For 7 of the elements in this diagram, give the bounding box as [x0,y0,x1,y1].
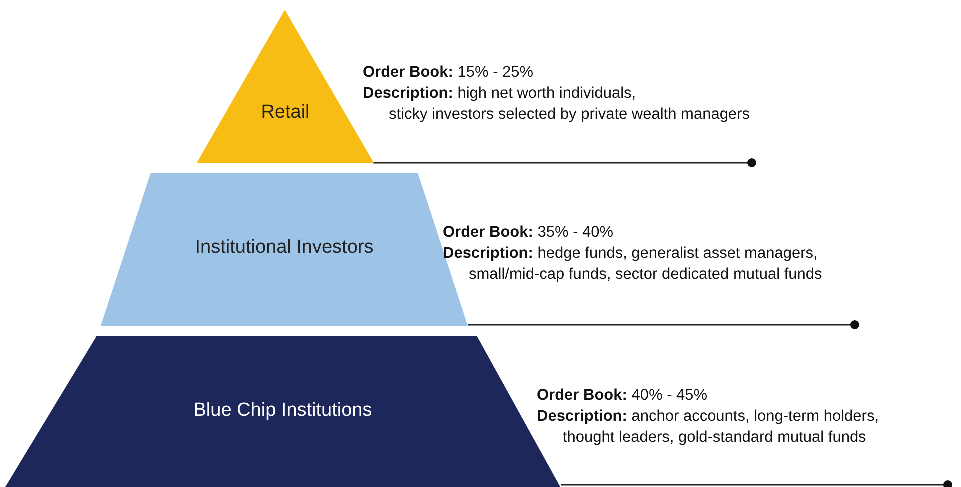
order-book-text: Order Book: 40% - 45% [537,386,709,406]
description-text: Description: anchor accounts, long-term holders, thought leaders, gold-standard mutual funds [537,407,880,448]
description-text: Description: hedge funds, generalist asset managers, small/mid-cap funds, sector dedicated mutual funds [443,244,822,285]
order-book-text: Order Book: 15% - 25% [363,63,535,83]
tier-label: Retail [260,102,311,124]
description-text: Description: high net worth individuals, sticky investors selected by private wealth managers [363,84,750,125]
order-book-text: Order Book: 35% - 40% [443,223,615,243]
